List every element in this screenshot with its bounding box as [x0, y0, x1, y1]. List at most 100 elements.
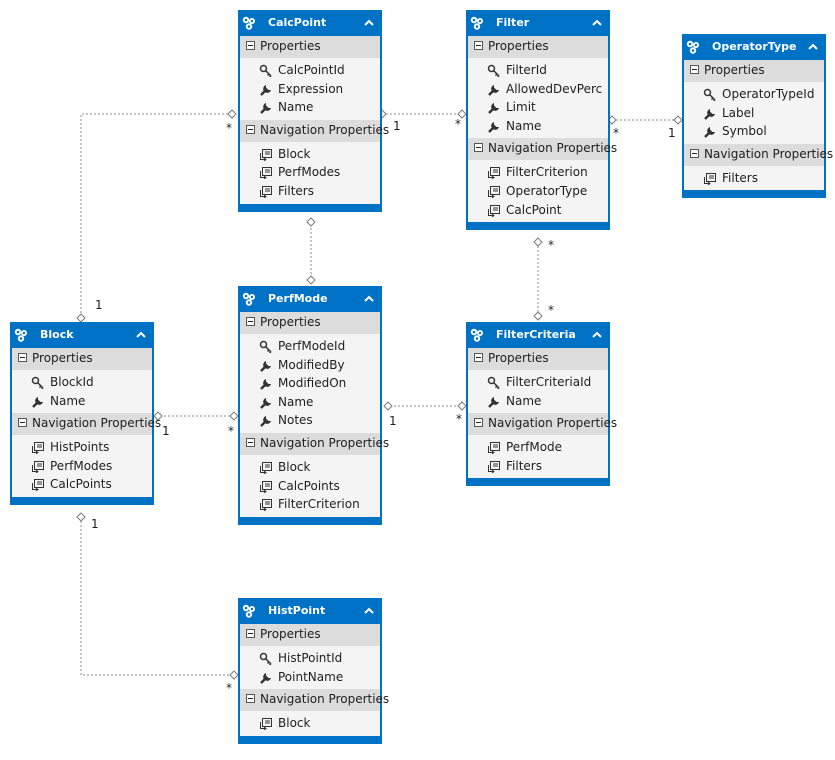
multiplicity-label: * — [455, 117, 461, 131]
property-row[interactable]: Name — [468, 392, 608, 411]
property-row[interactable]: ModifiedBy — [240, 356, 380, 375]
end-diamond — [673, 115, 683, 125]
entity-filter[interactable]: Filter Properties FilterId AllowedDevPer… — [466, 10, 617, 231]
navigation-row[interactable]: HistPoints — [12, 438, 152, 457]
property-row[interactable]: Expression — [240, 80, 380, 99]
properties-section-header[interactable]: Properties — [468, 36, 608, 58]
entity-calcpoint[interactable]: CalcPoint Properties CalcPointId Express… — [238, 10, 389, 212]
collapse-toggle-icon[interactable] — [474, 143, 483, 153]
properties-section-header[interactable]: Properties — [240, 624, 380, 646]
properties-section-header[interactable]: Properties — [240, 312, 380, 334]
property-row[interactable]: BlockId — [12, 373, 152, 392]
navigation-section-header[interactable]: Navigation Properties — [468, 413, 617, 436]
property-row[interactable]: Name — [12, 392, 152, 411]
entity-operatortype[interactable]: OperatorType Properties OperatorTypeId L… — [682, 34, 833, 199]
key-icon — [259, 652, 272, 665]
multiplicity-label: 1 — [162, 424, 170, 438]
navigation-row[interactable]: FilterCriterion — [240, 495, 380, 514]
collapse-toggle-icon[interactable] — [474, 353, 483, 362]
collapse-toggle-icon[interactable] — [246, 629, 255, 638]
entity-histpoint[interactable]: HistPoint Properties HistPointId PointNa… — [238, 598, 389, 744]
navigation-section-header[interactable]: Navigation Properties — [12, 413, 161, 436]
wrench-icon — [260, 360, 271, 372]
property-row[interactable]: FilterCriteriaId — [468, 373, 608, 392]
wrench-icon — [260, 416, 271, 428]
chevron-up-icon[interactable] — [590, 328, 604, 342]
collapse-toggle-icon[interactable] — [474, 418, 483, 428]
chevron-up-icon[interactable] — [590, 16, 604, 30]
property-row[interactable]: CalcPointId — [240, 61, 380, 80]
navigation-row[interactable]: Block — [240, 145, 380, 164]
navigation-row[interactable]: Block — [240, 714, 380, 733]
navigation-row[interactable]: Filters — [240, 182, 380, 201]
property-row[interactable]: Name — [240, 393, 380, 412]
navigation-row[interactable]: CalcPoints — [240, 477, 380, 496]
entity-icon — [686, 40, 699, 54]
property-row[interactable]: FilterId — [468, 61, 608, 80]
properties-section-header[interactable]: Properties — [684, 60, 824, 82]
property-row[interactable]: Name — [240, 98, 380, 117]
multiplicity-label: 1 — [95, 298, 103, 312]
property-row[interactable]: Label — [684, 104, 824, 123]
entity-perfmode[interactable]: PerfMode Properties PerfModeId ModifiedB… — [238, 286, 389, 525]
property-row[interactable]: HistPointId — [240, 649, 380, 668]
entity-block[interactable]: Block Properties BlockId Name Navigation… — [10, 322, 161, 505]
collapse-toggle-icon[interactable] — [18, 353, 27, 362]
entity-filtercriteria[interactable]: FilterCriteria Properties FilterCriteria… — [466, 322, 617, 487]
entity-icon — [242, 16, 255, 30]
navigation-icon — [260, 185, 272, 198]
collapse-toggle-icon[interactable] — [246, 317, 255, 326]
navigation-row[interactable]: PerfModes — [240, 163, 380, 182]
collapse-toggle-icon[interactable] — [246, 437, 255, 447]
chevron-up-icon[interactable] — [362, 604, 376, 618]
navigation-row[interactable]: CalcPoint — [468, 201, 608, 220]
navigation-row[interactable]: Filters — [468, 457, 608, 476]
end-diamond — [457, 401, 467, 411]
properties-section-header[interactable]: Properties — [468, 348, 608, 370]
navigation-row[interactable]: OperatorType — [468, 182, 608, 201]
collapse-toggle-icon[interactable] — [690, 148, 699, 158]
navigation-section-header[interactable]: Navigation Properties — [684, 143, 833, 166]
navigation-section-header[interactable]: Navigation Properties — [240, 119, 389, 142]
property-row[interactable]: Limit — [468, 98, 608, 117]
key-icon — [259, 64, 272, 77]
collapse-toggle-icon[interactable] — [18, 418, 27, 428]
collapse-toggle-icon[interactable] — [690, 65, 699, 74]
properties-section-header[interactable]: Properties — [240, 36, 380, 58]
collapse-toggle-icon[interactable] — [246, 124, 255, 134]
navigation-section-header[interactable]: Navigation Properties — [468, 138, 617, 161]
navigation-row[interactable]: FilterCriterion — [468, 163, 608, 182]
property-row[interactable]: Name — [468, 117, 608, 136]
collapse-toggle-icon[interactable] — [246, 694, 255, 704]
property-row[interactable]: ModifiedOn — [240, 374, 380, 393]
navigation-row[interactable]: Block — [240, 458, 380, 477]
navigation-section-header[interactable]: Navigation Properties — [240, 689, 389, 712]
chevron-up-icon[interactable] — [362, 292, 376, 306]
navigation-row[interactable]: CalcPoints — [12, 475, 152, 494]
chevron-up-icon[interactable] — [362, 16, 376, 30]
navigation-row[interactable]: PerfModes — [12, 457, 152, 476]
property-row[interactable]: AllowedDevPerc — [468, 80, 608, 99]
entity-icon — [470, 328, 483, 342]
multiplicity-label: * — [456, 412, 462, 426]
property-row[interactable]: Notes — [240, 411, 380, 430]
properties-section-header[interactable]: Properties — [12, 348, 152, 370]
entity-icon — [14, 328, 27, 342]
key-icon — [31, 376, 44, 389]
navigation-section-header[interactable]: Navigation Properties — [240, 432, 389, 455]
navigation-icon — [488, 460, 500, 473]
collapse-toggle-icon[interactable] — [246, 41, 255, 50]
navigation-row[interactable]: PerfMode — [468, 438, 608, 457]
property-row[interactable]: Symbol — [684, 122, 824, 141]
chevron-up-icon[interactable] — [806, 40, 820, 54]
property-row[interactable]: PointName — [240, 668, 380, 687]
multiplicity-label: 1 — [91, 517, 99, 531]
property-row[interactable]: OperatorTypeId — [684, 85, 824, 104]
end-diamond — [227, 109, 237, 119]
collapse-toggle-icon[interactable] — [474, 41, 483, 50]
chevron-up-icon[interactable] — [134, 328, 148, 342]
property-row[interactable]: PerfModeId — [240, 337, 380, 356]
navigation-row[interactable]: Filters — [684, 169, 824, 188]
navigation-icon — [488, 442, 500, 455]
